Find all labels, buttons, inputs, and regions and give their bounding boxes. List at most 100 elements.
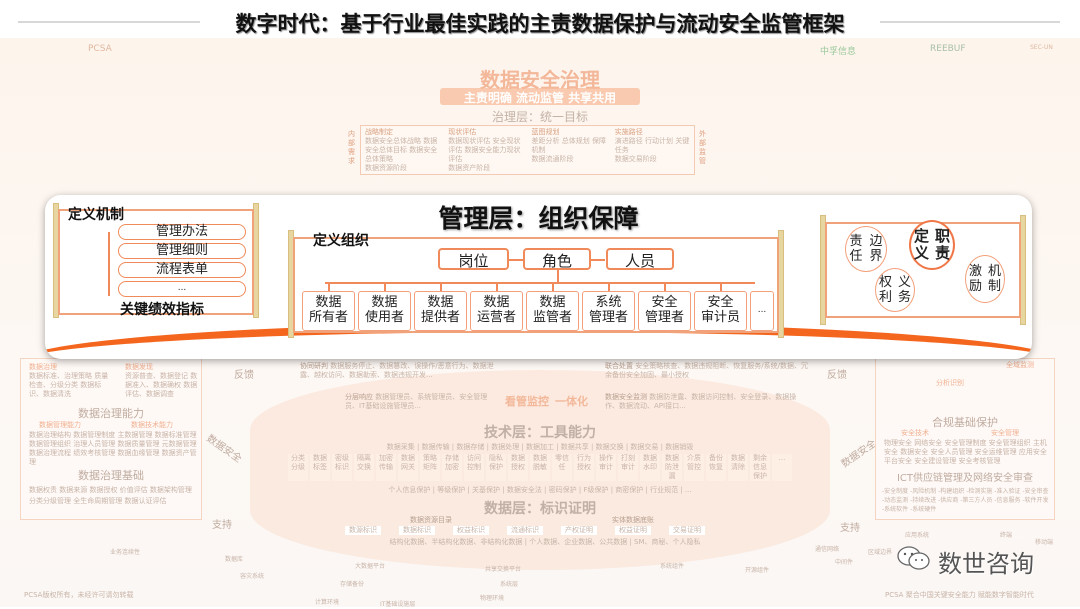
ring-label: 系统组件: [660, 563, 685, 570]
role-text: 数据: [483, 295, 510, 310]
duty-text: 职责: [934, 227, 950, 262]
tool-item: 存储加密: [442, 454, 462, 481]
divider: [18, 21, 200, 23]
ring-label: 终端: [1000, 532, 1013, 539]
ring-label: IT基础设施层: [380, 601, 416, 608]
governance-layer: 治理层：统一目标: [491, 110, 588, 124]
mechanism-item: 管理办法: [118, 224, 246, 240]
mechanism-item: ...: [118, 281, 246, 297]
identifier-tag: 数源标识: [345, 526, 381, 535]
connector: [328, 282, 330, 292]
connector: [440, 282, 442, 292]
col-items: 数据现状评估 安全现状评估 数据安全能力现状评估: [448, 137, 521, 163]
feedback-label: 反馈: [234, 370, 254, 381]
org-box-personnel: 人员: [606, 248, 674, 270]
ring-label: 存储备份: [340, 581, 365, 588]
response-text: 数据管理员、系统管理员、安全管理员、IT基础设施管理员...: [345, 393, 488, 410]
connector: [720, 282, 722, 292]
title-bar: [0, 0, 1080, 38]
duty-text: 义务: [897, 275, 911, 305]
analysis-label: 分析识别: [936, 379, 964, 387]
identifier-tag: 交易证明: [669, 526, 705, 535]
duty-responsibility-boundary: 责任边界: [845, 226, 887, 272]
security-tech-label: 安全技术: [901, 429, 929, 437]
right-compliance-panel: 分析识别 全域监测 合规基础保护 安全技术 安全管理 物理安全 网络安全 安全管…: [875, 358, 1055, 520]
joint-text: 安全策略核查、数据违规阻断、恢复服务/系统/数据、冗余备份安全加固、最小授权: [605, 362, 808, 379]
ring-label: 业务连续性: [110, 549, 141, 556]
tool-item: 剩余信息保护: [750, 454, 770, 481]
role-box: 安全管理者: [638, 291, 691, 331]
kpi-label: 关键绩效指标: [120, 302, 204, 318]
duty-text: 激励: [968, 264, 982, 294]
feedback-label-right: 反馈: [827, 370, 847, 381]
role-text: 数据: [315, 295, 342, 310]
role-box: 系统管理者: [582, 291, 635, 331]
response-block: 分层响应 数据管理员、系统管理员、安全管理员、IT基础设施管理员...: [345, 393, 500, 411]
tool-item: 介质管控: [684, 454, 704, 481]
role-text: 数据: [371, 295, 398, 310]
connector: [496, 282, 498, 292]
collab-heading: 协同研判: [300, 362, 328, 370]
ring-label: 数据库: [225, 556, 244, 563]
tool-item: 加密传输: [376, 454, 396, 481]
tool-item: 零信任: [552, 454, 572, 481]
org-box-role: 角色: [523, 248, 591, 270]
role-box: 数据使用者: [358, 291, 411, 331]
governance-heading: 数据治理: [29, 363, 57, 371]
tool-item: 备份恢复: [706, 454, 726, 481]
base-title: 数据治理基础: [78, 469, 144, 482]
identifier-tag: 数据标识: [399, 526, 435, 535]
role-text: 安全: [651, 295, 678, 310]
security-mgmt-label: 安全管理: [991, 429, 1019, 437]
tech-layer-title: 技术层：工具能力: [484, 425, 596, 441]
ring-label: 大数据平台: [355, 563, 386, 570]
role-box: 数据所有者: [302, 291, 355, 331]
tool-item: 数据清除: [728, 454, 748, 481]
duty-text: 责任: [849, 234, 863, 264]
col-stage: 数据资源阶段: [365, 164, 407, 172]
duty-text: 机制: [987, 264, 1001, 294]
ring-label: 中间件: [835, 559, 854, 566]
connector: [552, 282, 554, 292]
global-monitor-label: 全域监测: [1006, 361, 1034, 369]
discovery-heading: 数据发现: [125, 363, 153, 371]
wechat-icon: [896, 545, 932, 571]
duty-text: 边界: [869, 234, 883, 264]
role-box: 安全审计员: [694, 291, 747, 331]
support-label-right: 支持: [840, 523, 860, 534]
dsm-heading: 数据安全监测: [605, 393, 647, 401]
col-items: 差距分析 总体规划 保障机制: [531, 137, 606, 154]
left-governance-panel: 数据治理数据标准、治理策略 质量检查、分级分类 数据标识、数据清洗 数据发现资源…: [20, 358, 202, 520]
footer-slogan: PCSA 聚合中国关键安全能力 赋能数字智能时代: [885, 591, 1034, 599]
connector: [384, 282, 386, 292]
management-title: 管理层：组织保障: [438, 204, 639, 233]
compliance-title: 合规基础保护: [932, 416, 998, 429]
role-text: 管理者: [644, 310, 684, 325]
connector: [664, 282, 666, 292]
duty-text: 权利: [878, 275, 892, 305]
governance-subtitle: 主责明确 流动监管 共享共用: [463, 91, 617, 105]
role-text: 运营者: [476, 310, 516, 325]
organization-label: 定义组织: [313, 233, 369, 249]
tech-lifecycle: 数据采集 | 数据传输 | 数据存储 | 数据处理 | 数据加工 | 数据共享 …: [386, 443, 694, 451]
ring-label: 共享交换平台: [485, 566, 522, 573]
identifier-tag: 产权证明: [561, 526, 597, 535]
joint-heading: 联合处置: [605, 362, 633, 370]
role-text: 管理者: [588, 310, 628, 325]
tool-item: 操作审计: [596, 454, 616, 481]
col-items: 数据安全总体战略 数据安全总体目标 数据安全总体策略: [365, 137, 438, 163]
role-text: 数据: [539, 295, 566, 310]
role-text: 监管者: [532, 310, 572, 325]
mechanism-label: 定义机制: [68, 207, 124, 223]
catalog-label: 数据资源目录: [410, 516, 452, 524]
joint-block: 联合处置 安全策略核查、数据违规阻断、恢复服务/系统/数据、冗余备份安全加固、最…: [605, 362, 810, 380]
role-text: 系统: [595, 295, 622, 310]
inner-need: 内部需求: [348, 130, 355, 165]
governance-box: 战略制定数据安全总体战略 数据安全总体目标 数据安全总体策略数据资源阶段 现状评…: [360, 125, 695, 175]
identifier-row: 数源标识数据标识权益标识流通标识产权证明权益证明交易证明: [345, 526, 745, 535]
footer-copyright: PCSA版权所有，未经许可请勿转载: [24, 591, 134, 599]
role-text: 审计员: [700, 310, 740, 325]
duty-rights-obligations: 权利义务: [875, 268, 915, 312]
data-types: 结构化数据、半结构化数据、非结构化数据 | 个人数据、企业数据、公共数据 | S…: [389, 538, 701, 546]
col-stage: 数据交易阶段: [614, 155, 657, 163]
